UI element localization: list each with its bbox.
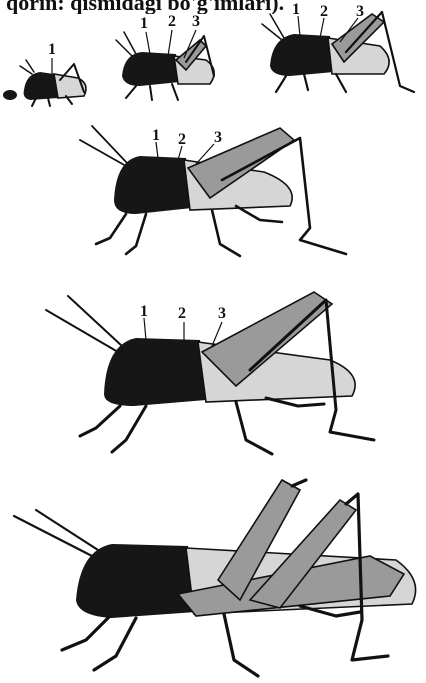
segment-label-3: 3 bbox=[356, 3, 364, 20]
segment-label-1: 1 bbox=[140, 303, 148, 320]
segment-label-2: 2 bbox=[178, 305, 186, 322]
grasshopper-stage-4: 1 2 3 bbox=[80, 126, 346, 256]
segment-label-3: 3 bbox=[214, 129, 222, 146]
segment-label-2: 2 bbox=[178, 131, 186, 148]
grasshopper-stage-6-adult bbox=[14, 480, 416, 676]
grasshopper-stage-1: 1 bbox=[3, 41, 86, 106]
grasshopper-stage-5: 1 2 3 bbox=[46, 292, 374, 454]
grasshopper-stage-2: 1 2 3 bbox=[116, 13, 214, 100]
segment-label-1: 1 bbox=[48, 41, 56, 58]
segment-label-1: 1 bbox=[292, 1, 300, 18]
segment-label-3: 3 bbox=[192, 13, 200, 30]
segment-label-1: 1 bbox=[140, 15, 148, 32]
grasshopper-stage-3: 1 2 3 bbox=[262, 1, 414, 92]
segment-label-2: 2 bbox=[320, 3, 328, 20]
segment-label-2: 2 bbox=[168, 13, 176, 30]
segment-label-1: 1 bbox=[152, 127, 160, 144]
segment-label-3: 3 bbox=[218, 305, 226, 322]
